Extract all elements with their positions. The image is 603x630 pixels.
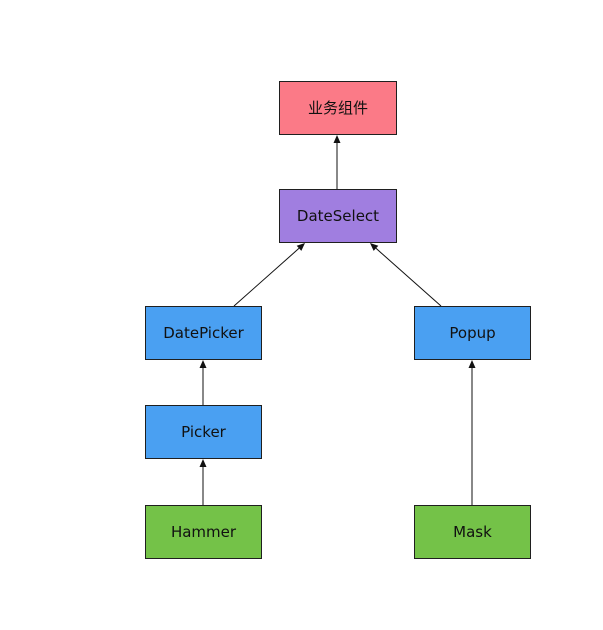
edge-hammer-to-picker <box>199 459 207 505</box>
edge-picker-to-datepicker <box>199 360 207 405</box>
arrowhead-icon <box>468 360 476 368</box>
node-label: DateSelect <box>297 207 379 225</box>
node-popup: Popup <box>414 306 531 360</box>
arrowhead-icon <box>199 360 207 368</box>
node-box <box>279 81 397 135</box>
edges <box>199 135 476 505</box>
node-label: Mask <box>453 523 492 541</box>
node-box <box>414 306 531 360</box>
node-hammer: Hammer <box>145 505 262 559</box>
node-label: Picker <box>181 423 227 441</box>
node-label: 业务组件 <box>308 99 368 117</box>
edge-popup-to-dateselect <box>370 243 442 307</box>
node-box <box>145 306 262 360</box>
node-dateselect: DateSelect <box>279 189 397 243</box>
arrowhead-icon <box>370 243 379 251</box>
arrowhead-icon <box>296 243 305 251</box>
edge-datepicker-to-dateselect <box>233 243 305 307</box>
node-label: Hammer <box>171 523 237 541</box>
node-business: 业务组件 <box>279 81 397 135</box>
node-box <box>414 505 531 559</box>
node-box <box>145 405 262 459</box>
node-box <box>145 505 262 559</box>
node-label: DatePicker <box>163 324 244 342</box>
arrowhead-icon <box>199 459 207 467</box>
edge-line <box>233 247 300 307</box>
arrowhead-icon <box>333 135 341 143</box>
edge-dateselect-to-business <box>333 135 341 189</box>
edge-line <box>375 247 442 307</box>
node-label: Popup <box>449 324 495 342</box>
node-mask: Mask <box>414 505 531 559</box>
node-picker: Picker <box>145 405 262 459</box>
edge-mask-to-popup <box>468 360 476 505</box>
node-datepicker: DatePicker <box>145 306 262 360</box>
node-box <box>279 189 397 243</box>
